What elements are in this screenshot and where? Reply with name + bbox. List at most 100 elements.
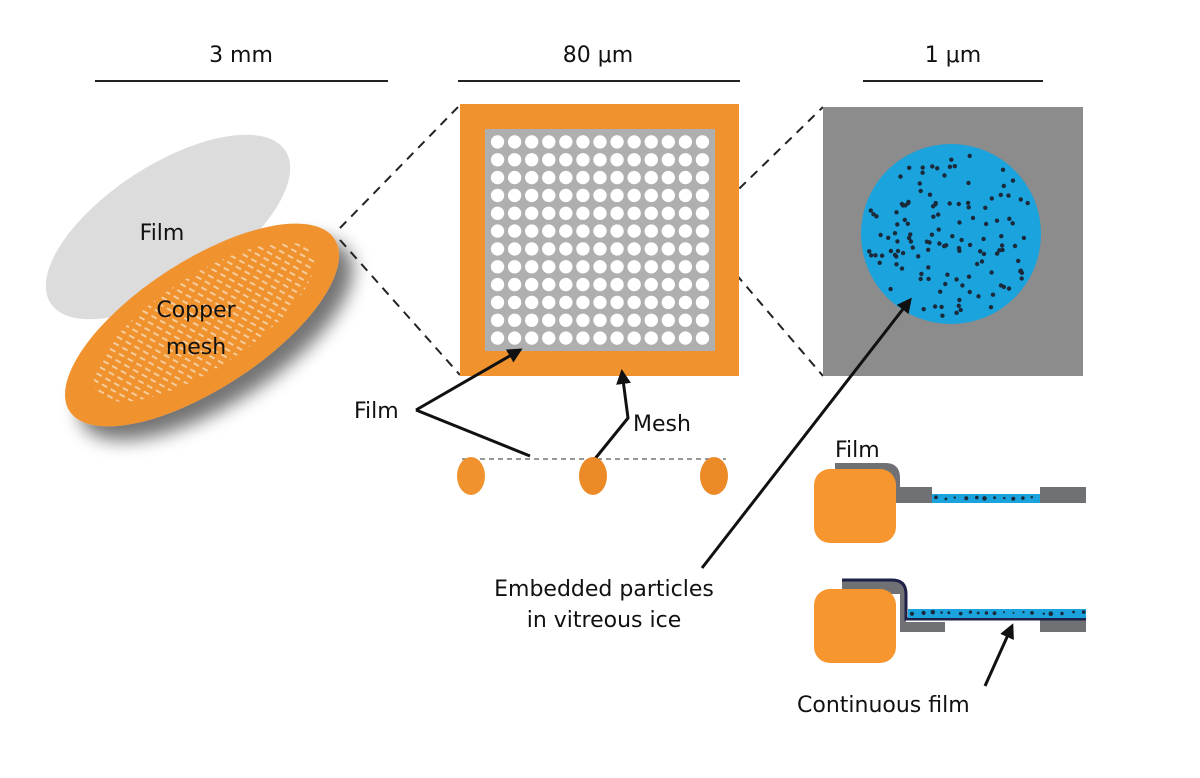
mesh-pattern (93, 242, 315, 402)
film-hole (695, 170, 710, 185)
mesh-label-square: Mesh (633, 412, 691, 437)
particle (967, 153, 972, 159)
particle (921, 610, 926, 616)
film-hole (695, 224, 710, 238)
film-hole (610, 295, 624, 310)
film-hole (525, 206, 539, 220)
particle (867, 249, 872, 254)
film-hole (695, 313, 710, 327)
film-label-cross-section: Film (835, 438, 880, 463)
particle (1022, 611, 1025, 614)
particle (974, 261, 980, 267)
embedded-particles-label-line1: Embedded particles (494, 577, 714, 602)
particle (930, 204, 936, 209)
particle (943, 281, 948, 287)
mesh-arrow (592, 369, 631, 461)
particle (910, 245, 915, 250)
film-hole (490, 224, 505, 238)
particle (1001, 183, 1006, 189)
film-hole (542, 188, 556, 203)
film-hole (695, 242, 710, 256)
continuous-film-arrow (983, 623, 1014, 687)
film-hole (644, 135, 658, 149)
particle (954, 277, 959, 282)
particle (981, 251, 987, 257)
continuous-film-cross-section: Continuous film (797, 578, 1086, 718)
particle (1018, 268, 1023, 273)
film-hole (678, 224, 693, 238)
particle (906, 235, 912, 241)
particle (952, 164, 957, 169)
scale-label-1um: 1 μm (925, 43, 981, 68)
particle (993, 496, 996, 500)
film-hole (490, 153, 505, 167)
film-hole (507, 260, 522, 274)
particle (895, 239, 900, 244)
film-hole (627, 206, 641, 220)
film-hole (661, 313, 675, 327)
film-hole (507, 277, 522, 292)
particle (1021, 496, 1025, 500)
film-hole (576, 277, 590, 292)
particle (1003, 496, 1006, 500)
film-hole (542, 277, 556, 292)
particle (877, 260, 882, 265)
film-hole (644, 188, 658, 203)
film-hole (610, 331, 624, 345)
film-hole (576, 313, 590, 327)
film-hole (559, 224, 573, 238)
particle (1007, 216, 1012, 221)
particle (892, 231, 898, 236)
film-hole (661, 170, 675, 185)
particle (947, 201, 952, 206)
film-hole (627, 188, 641, 203)
particle (934, 495, 938, 500)
film-hole (490, 188, 505, 203)
film-hole (490, 260, 505, 274)
particle (937, 241, 942, 246)
film-hole (542, 260, 556, 274)
particle (933, 200, 938, 206)
film-hole (644, 242, 658, 256)
film-hole (610, 153, 624, 167)
particle (1048, 611, 1054, 616)
film-hole (678, 260, 693, 274)
film-hole (695, 295, 710, 310)
particle (878, 232, 883, 238)
particle (983, 205, 988, 210)
film-hole (542, 224, 556, 238)
particle (871, 212, 876, 217)
particle (992, 611, 997, 616)
film-hole (525, 295, 539, 310)
particle (994, 218, 1000, 223)
particle (970, 215, 976, 221)
support-film-right (1040, 619, 1086, 632)
scale-bar-3mm: 3 mm (95, 43, 388, 82)
film-hole (593, 206, 607, 220)
film-hole (678, 295, 693, 310)
particle (869, 253, 874, 258)
particle (998, 283, 1004, 288)
particle (999, 234, 1004, 239)
particle (1081, 610, 1086, 614)
particle (965, 200, 971, 206)
particle (1012, 243, 1018, 249)
film-hole (661, 277, 675, 292)
film-hole (576, 331, 590, 345)
holey-film-right (1040, 487, 1086, 503)
film-hole (593, 224, 607, 238)
particle (960, 283, 965, 288)
film-hole (490, 277, 505, 292)
film-hole (661, 242, 675, 256)
film-hole (695, 206, 710, 220)
hole-view (823, 107, 1083, 376)
mesh-bar-1 (457, 457, 485, 495)
particle (1006, 193, 1011, 198)
particle (1060, 611, 1064, 616)
film-pointer-to-cross-section (415, 408, 531, 458)
film-hole (542, 135, 556, 149)
particle (950, 234, 955, 239)
particle (938, 289, 943, 294)
particle (940, 611, 943, 614)
